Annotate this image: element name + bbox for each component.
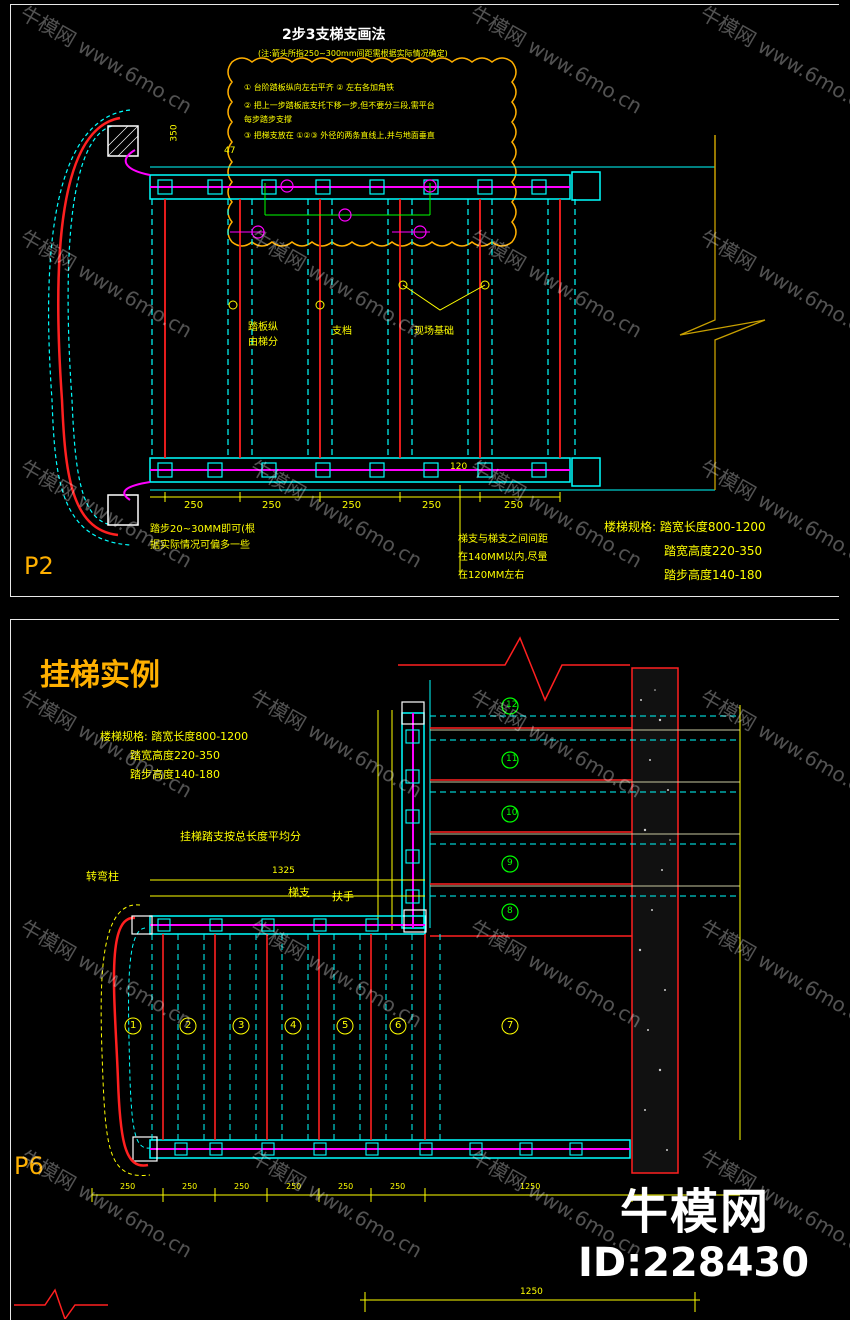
panel2-title: 挂梯实例: [40, 658, 160, 693]
dim-label: 350: [169, 124, 180, 142]
label-support: 梯支: [288, 886, 310, 899]
panel1-note: ② 把上一步踏板底支托下移一步,但不要分三段,需平台: [244, 101, 435, 110]
step-number: 4: [290, 1020, 297, 1031]
bottom-mid-note: 在120MM左右: [458, 570, 525, 581]
step-number: 2: [185, 1020, 192, 1031]
step-number: 1: [130, 1020, 137, 1031]
post-square: [107, 125, 139, 157]
dim-label: 250: [422, 500, 442, 511]
outer-curve: [56, 116, 121, 537]
step-number: 12: [506, 700, 518, 710]
panel1-tag: P2: [24, 552, 54, 580]
dim-label: 47: [224, 146, 236, 156]
dim-label: 250: [504, 500, 524, 511]
spec-line: 踏步高度140-180: [664, 568, 763, 582]
panel1-note: 每步踏步支撑: [244, 115, 292, 124]
label-post: 转弯柱: [86, 870, 119, 883]
drawing-panel-p6: [10, 619, 839, 1320]
step-number: 11: [506, 754, 518, 764]
dim-label: 1250: [520, 1182, 541, 1191]
dim-label: 1250: [520, 1287, 543, 1297]
dim-label: 250: [342, 500, 362, 511]
panel2-note: 挂梯踏支按总长度平均分: [180, 830, 301, 843]
bottom-left-note: 踏步20~30MM即可(根: [150, 524, 255, 535]
label-rail: 扶手: [332, 890, 354, 903]
step-number: 8: [507, 906, 513, 916]
brand-logo: 牛模网: [620, 1184, 771, 1240]
concrete-wall: [631, 667, 679, 1174]
drawing-panel-p2: [10, 4, 839, 597]
dim-label: 250: [338, 1182, 354, 1191]
bottom-mid-note: 梯支与梯支之间间距: [458, 534, 548, 545]
dim-label: 250: [120, 1182, 136, 1191]
spec-line: 踏步高度140-180: [130, 768, 220, 781]
spec-line: 踏宽高度220-350: [664, 544, 763, 558]
step-number: 3: [238, 1020, 245, 1031]
bottom-left-note: 据实际情况可偏多一些: [150, 540, 250, 551]
panel2-tag: P6: [14, 1152, 44, 1180]
step-number: 5: [342, 1020, 349, 1031]
panel1-note: ③ 把梯支放在 ①②③ 外径的两条直线上,并与地面垂直: [244, 131, 435, 140]
step-number: 7: [507, 1020, 514, 1031]
step-number: 6: [395, 1020, 402, 1031]
panel1-subtitle: (注:箭头所指250~300mm间距需根据实际情况确定): [258, 49, 448, 58]
step-number: 9: [507, 858, 513, 868]
dim-label: 1325: [272, 866, 295, 876]
callout-label: 支档: [332, 326, 352, 337]
dim-label: 250: [390, 1182, 406, 1191]
spec-line: 踏宽高度220-350: [130, 749, 220, 762]
dim-label: 250: [262, 500, 282, 511]
panel1-note: ① 台阶踏板纵向左右平齐 ② 左右各加角铁: [244, 83, 394, 92]
spec-line: 楼梯规格: 踏宽长度800-1200: [100, 730, 249, 743]
brand-id: ID:228430: [578, 1240, 810, 1286]
spec-line: 楼梯规格: 踏宽长度800-1200: [604, 520, 766, 534]
dim-label: 250: [286, 1182, 302, 1191]
panel1-title: 2步3支梯支画法: [282, 27, 386, 43]
callout-label: 踏板纵 由梯分: [248, 322, 278, 348]
dim-label: 250: [184, 500, 204, 511]
callout-label: 现场基础: [414, 326, 454, 337]
dim-label: 250: [182, 1182, 198, 1191]
dim-label: 250: [234, 1182, 250, 1191]
step-number: 10: [506, 808, 518, 818]
dim-label: 120: [450, 462, 468, 472]
bottom-mid-note: 在140MM以内,尽量: [458, 552, 548, 563]
revision-cloud: [227, 57, 517, 247]
